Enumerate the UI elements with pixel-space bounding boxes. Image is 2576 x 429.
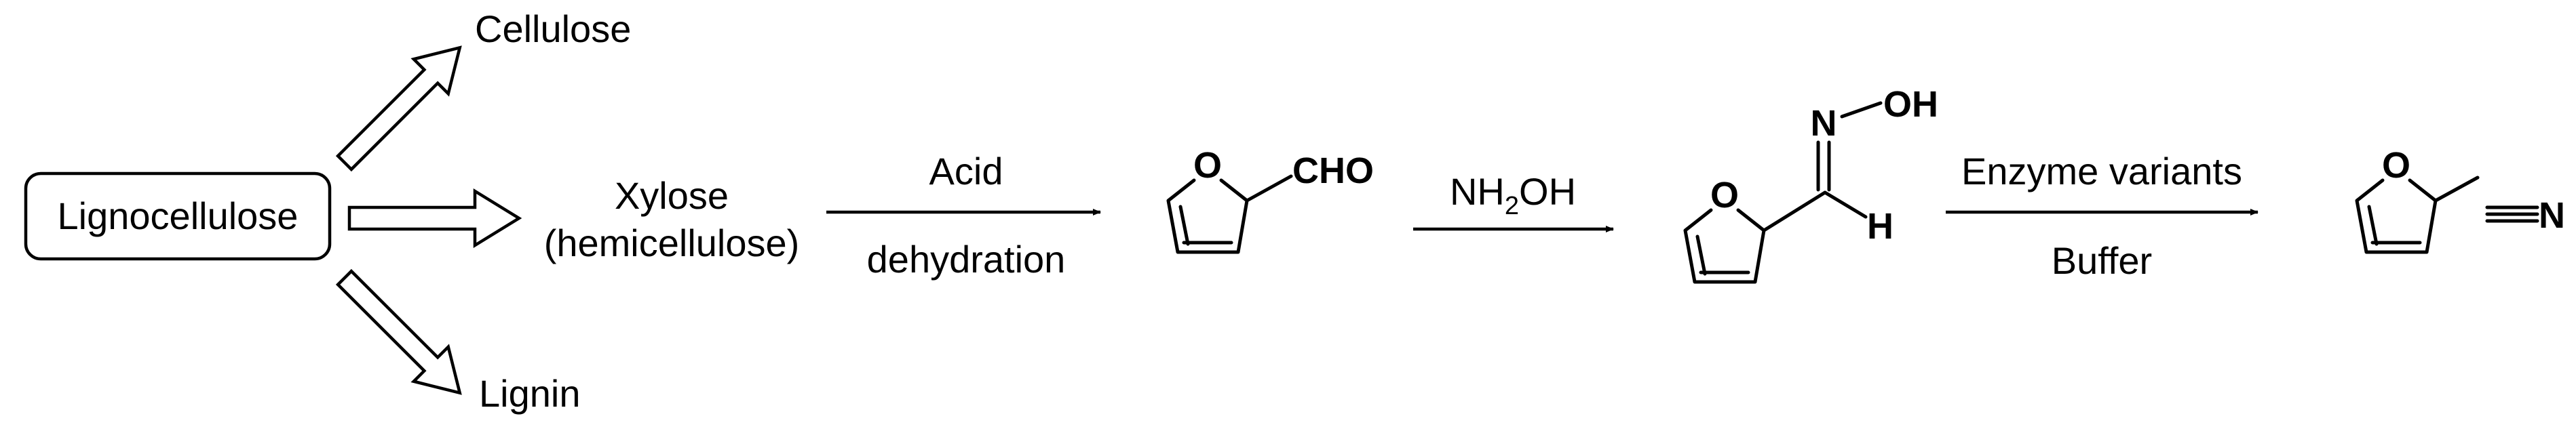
lignocellulose-node: Lignocellulose <box>24 171 332 261</box>
furfural-structure: O CHO <box>1166 145 1374 254</box>
oxime-hydrogen: H <box>1867 206 1893 247</box>
oxime-ring-oxygen: O <box>1710 175 1739 216</box>
lignocellulose-box <box>24 171 332 261</box>
hemicellulose-label: (hemicellulose) <box>544 222 800 264</box>
oxime-nitrogen: N <box>1811 103 1837 144</box>
acid-label: Acid <box>929 150 1003 192</box>
lignocellulose-label: Lignocellulose <box>58 195 299 237</box>
dehydration-label: dehydration <box>867 238 1066 281</box>
hollow-arrow-to-cellulose <box>335 45 462 172</box>
hollow-arrow-to-lignin <box>335 268 462 395</box>
lignin-label: Lignin <box>479 372 580 415</box>
enzyme-variants-label: Enzyme variants <box>1961 150 2242 192</box>
furfural-aldehyde-group: CHO <box>1292 150 1374 191</box>
nitrile-ring-oxygen: O <box>2382 145 2410 186</box>
furfural-oxime-structure: O N OH H <box>1683 84 1938 284</box>
furfural-ring-oxygen: O <box>1193 145 1222 186</box>
oxime-hydroxyl: OH <box>1883 84 1938 125</box>
hollow-arrow-to-xylose <box>347 188 522 249</box>
furonitrile-structure: O N <box>2355 145 2565 254</box>
cellulose-label: Cellulose <box>475 7 631 50</box>
nitrile-nitrogen: N <box>2539 195 2565 236</box>
buffer-label: Buffer <box>2052 239 2152 282</box>
hydroxylamine-label: NH2OH <box>1450 170 1576 220</box>
xylose-label: Xylose <box>615 174 729 217</box>
